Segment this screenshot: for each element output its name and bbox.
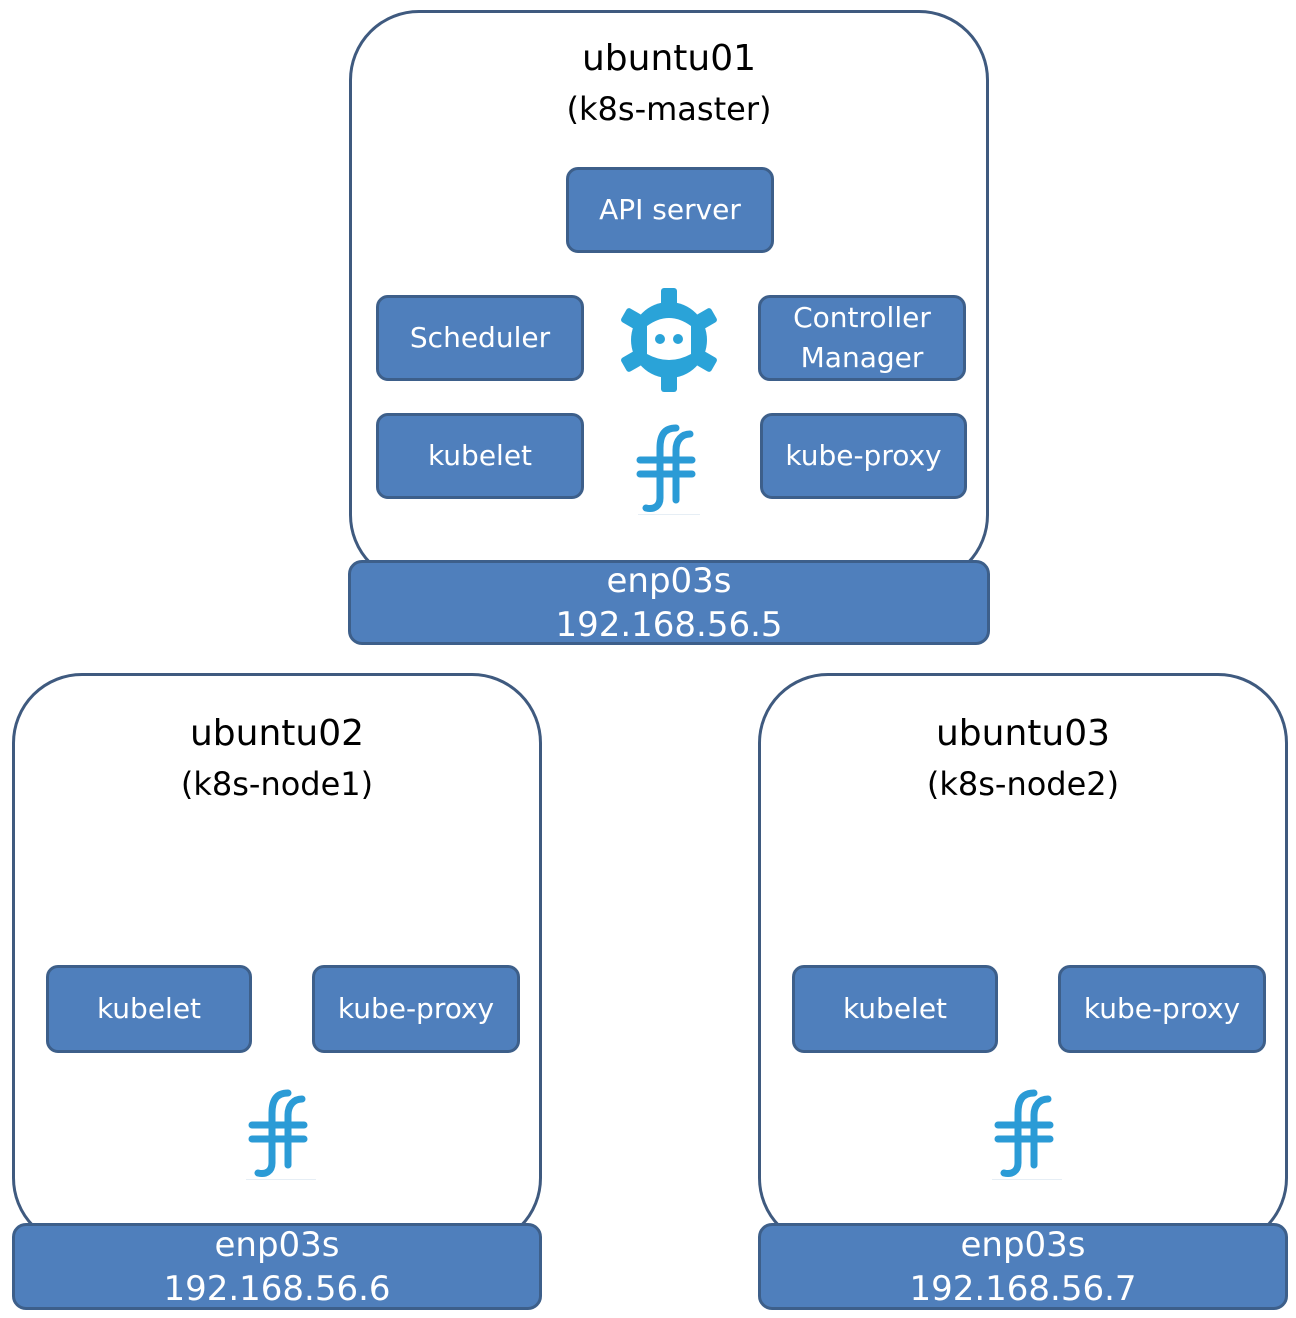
host-title: ubuntu01 — [581, 38, 757, 79]
kubelet-label: kubelet — [96, 992, 202, 1025]
kube-proxy-box: kube-proxy — [312, 965, 520, 1053]
host-title: ubuntu03 — [935, 713, 1111, 754]
host-title: ubuntu02 — [189, 713, 365, 754]
host-role: (k8s-node1) — [180, 765, 374, 803]
nic-name: enp03s — [606, 560, 732, 601]
kubelet-label: kubelet — [427, 439, 533, 472]
nic-ubuntu01: enp03s 192.168.56.5 — [348, 560, 990, 645]
kubelet-box: kubelet — [46, 965, 252, 1053]
host-role: (k8s-master) — [566, 90, 772, 128]
kube-proxy-label: kube-proxy — [1083, 992, 1241, 1025]
flannel-icon — [636, 424, 700, 515]
host-role: (k8s-node2) — [926, 765, 1120, 803]
etcd-icon — [621, 288, 717, 392]
kube-proxy-box: kube-proxy — [760, 413, 967, 499]
nic-ubuntu03: enp03s 192.168.56.7 — [758, 1223, 1288, 1310]
kube-proxy-box: kube-proxy — [1058, 965, 1266, 1053]
nic-ip: 192.168.56.5 — [555, 604, 783, 645]
api-server-label: API server — [599, 193, 741, 226]
host-ubuntu03: ubuntu03 (k8s-node2) — [758, 673, 1288, 1248]
nic-ip: 192.168.56.7 — [909, 1268, 1137, 1309]
flannel-icon — [992, 1089, 1062, 1180]
kubelet-box: kubelet — [792, 965, 998, 1053]
kubelet-box: kubelet — [376, 413, 584, 499]
nic-name: enp03s — [214, 1224, 340, 1265]
kubelet-label: kubelet — [842, 992, 948, 1025]
controller-manager-box: Controller Manager — [758, 295, 966, 381]
api-server-box: API server — [566, 167, 774, 253]
host-ubuntu02: ubuntu02 (k8s-node1) — [12, 673, 542, 1248]
kube-proxy-label: kube-proxy — [337, 992, 495, 1025]
nic-ip: 192.168.56.6 — [163, 1268, 391, 1309]
scheduler-box: Scheduler — [376, 295, 584, 381]
nic-ubuntu02: enp03s 192.168.56.6 — [12, 1223, 542, 1310]
controller-manager-label: Controller Manager — [793, 301, 931, 374]
flannel-icon — [246, 1089, 316, 1180]
scheduler-label: Scheduler — [409, 321, 551, 354]
nic-name: enp03s — [960, 1224, 1086, 1265]
kube-proxy-label: kube-proxy — [785, 439, 942, 472]
